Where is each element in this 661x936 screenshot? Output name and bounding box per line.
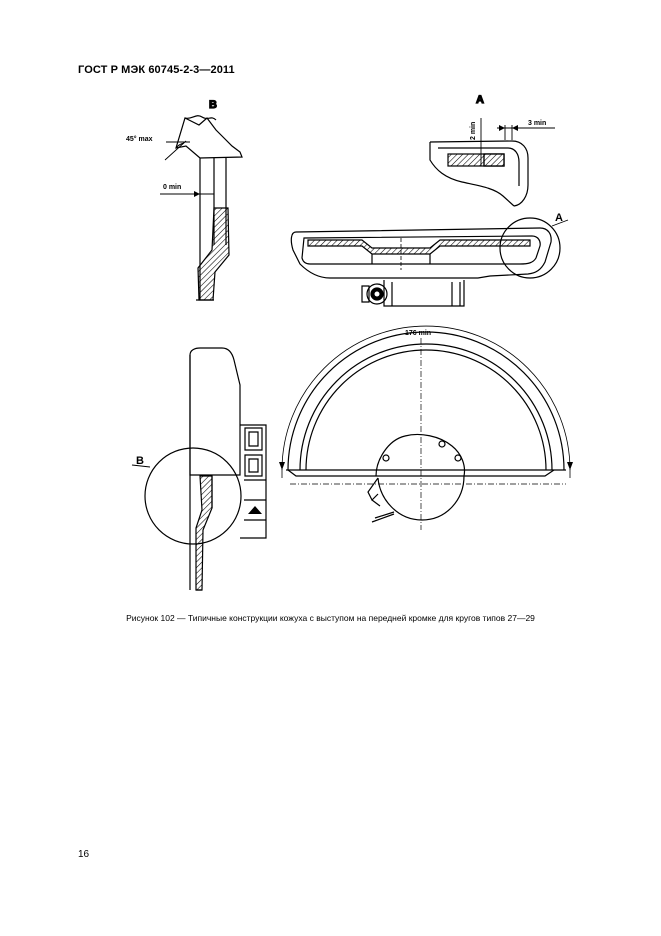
guard-side-elevation [131, 347, 267, 591]
figure-caption: Рисунок 102 — Типичные конструкции кожух… [126, 613, 535, 623]
detail-a-section: A [429, 93, 555, 207]
label-view-a-top: A [476, 94, 484, 106]
label-3-min: 3 min [528, 120, 546, 127]
label-2-min: 2 min [470, 122, 477, 140]
label-0-min: 0 min [163, 184, 181, 191]
label-view-b-top: B [209, 99, 217, 111]
label-45-max: 45° max [126, 135, 153, 143]
guard-technical-drawing: B 45° max 0 min A [126, 93, 573, 591]
guard-front-view [279, 325, 573, 530]
page-number: 16 [78, 849, 90, 860]
document-header: ГОСТ Р МЭК 60745-2-3—2011 [78, 64, 235, 76]
label-view-b-side: B [136, 455, 144, 467]
label-view-a-side: A [555, 212, 563, 224]
label-176-min: 176 min [405, 330, 431, 337]
guard-side-view [290, 217, 569, 307]
detail-b-section: B [160, 98, 243, 301]
